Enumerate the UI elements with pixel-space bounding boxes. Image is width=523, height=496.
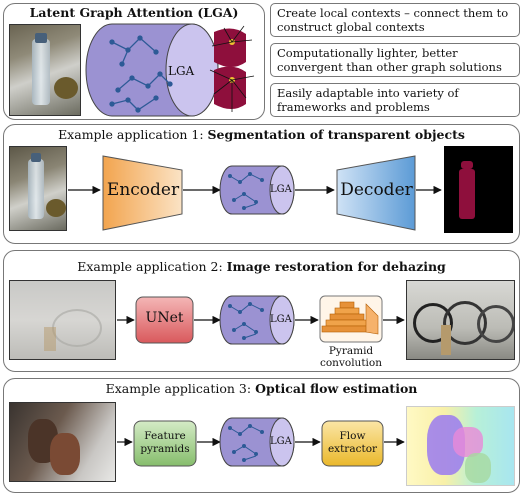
lga-label-app3: LGA <box>270 436 292 447</box>
mask-graph-illustration <box>209 25 255 112</box>
application-1-title-prefix: Example application 1: <box>58 127 208 142</box>
key-point-1: Create local contexts – connect them to … <box>270 3 520 37</box>
encoder-block <box>102 155 183 231</box>
optical-flow-output <box>406 406 515 486</box>
flow-extractor-label: Flow extractor <box>327 430 378 455</box>
feature-pyramids-block <box>133 420 197 467</box>
hazy-input-photo <box>9 280 116 360</box>
bottle-photo <box>9 24 81 116</box>
lga-label-app2: LGA <box>270 314 292 325</box>
application-3-title-prefix: Example application 3: <box>105 381 256 396</box>
transparent-object-photo <box>9 146 67 231</box>
application-2-title-prefix: Example application 2: <box>77 259 227 274</box>
application-2-title: Example application 2: Image restoration… <box>3 259 520 274</box>
feature-pyramids-label: Feature pyramids <box>140 430 190 455</box>
decoder-label: Decoder <box>340 180 413 200</box>
pyramid-convolution-block <box>319 295 383 343</box>
movie-frame-photo <box>9 402 116 482</box>
key-point-2: Computationally lighter, better converge… <box>270 43 520 77</box>
dehazed-output-photo <box>406 280 515 360</box>
lga-cylinder-app3 <box>219 417 295 467</box>
pyramid-convolution-label: Pyramid convolution <box>319 345 382 369</box>
lga-cylinder-label: LGA <box>168 64 195 78</box>
unet-block <box>135 296 194 344</box>
encoder-label: Encoder <box>106 180 180 200</box>
lga-cylinder-app2 <box>219 295 295 345</box>
unet-label: UNet <box>145 310 184 326</box>
application-1-title-bold: Segmentation of transparent objects <box>207 127 465 142</box>
lga-cylinder-app1 <box>219 165 295 215</box>
application-3-title: Example application 3: Optical flow esti… <box>3 381 520 396</box>
key-point-3: Easily adaptable into variety of framewo… <box>270 83 520 117</box>
lga-label-app1: LGA <box>270 184 292 195</box>
application-2-title-bold: Image restoration for dehazing <box>226 259 446 274</box>
application-3-title-bold: Optical flow estimation <box>255 381 418 396</box>
decoder-block <box>336 155 416 231</box>
lga-panel-title: Latent Graph Attention (LGA) <box>29 5 239 20</box>
lga-cylinder-large <box>85 23 219 117</box>
flow-extractor-block <box>321 420 384 467</box>
application-1-title: Example application 1: Segmentation of t… <box>3 127 520 142</box>
latent-graph-edges <box>109 35 173 113</box>
segmentation-mask-output <box>444 146 513 233</box>
